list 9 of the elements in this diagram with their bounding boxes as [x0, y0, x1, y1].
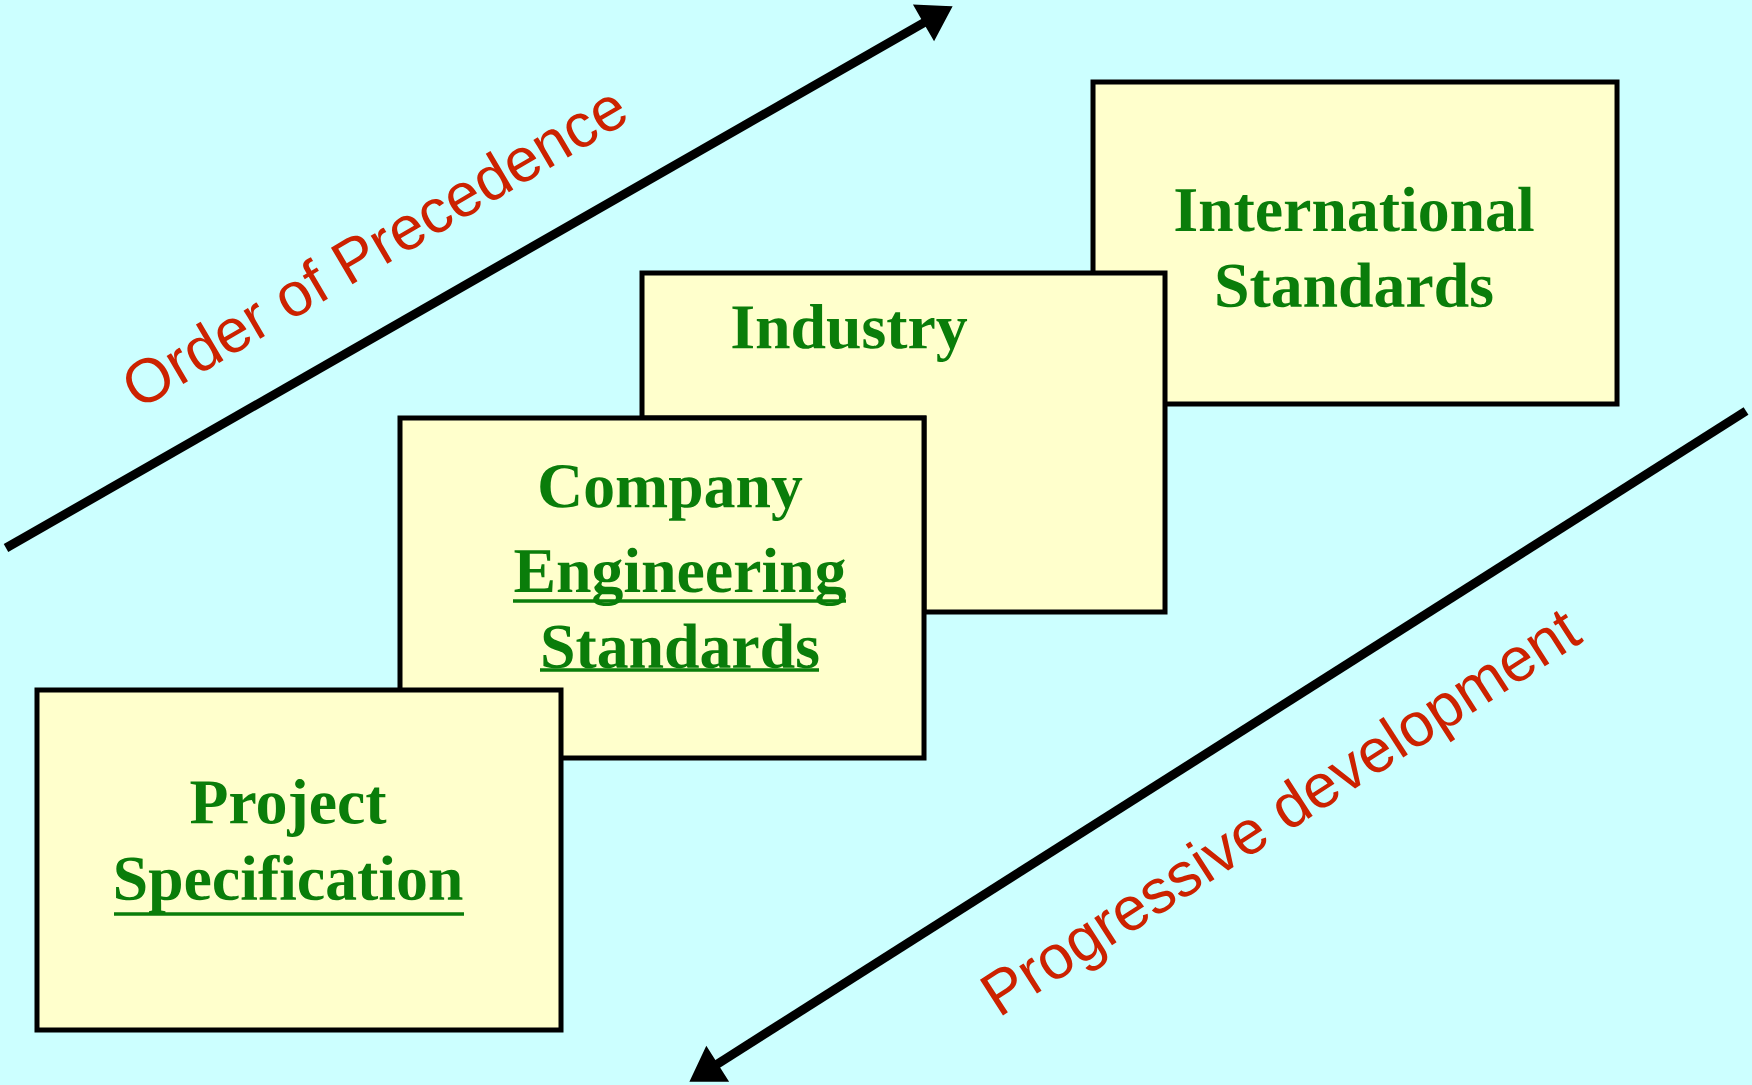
box-text: International Standards [1175, 186, 1534, 308]
standard-box [34, 687, 564, 1033]
box-text: Project [190, 779, 387, 837]
standard-box [1090, 79, 1620, 407]
standard-box [397, 415, 927, 761]
underlined-text: Specification [114, 854, 464, 916]
box-text: Company [540, 465, 803, 521]
box-text: Industry [732, 304, 968, 362]
underlined-text: Engineering Standards [513, 547, 846, 672]
